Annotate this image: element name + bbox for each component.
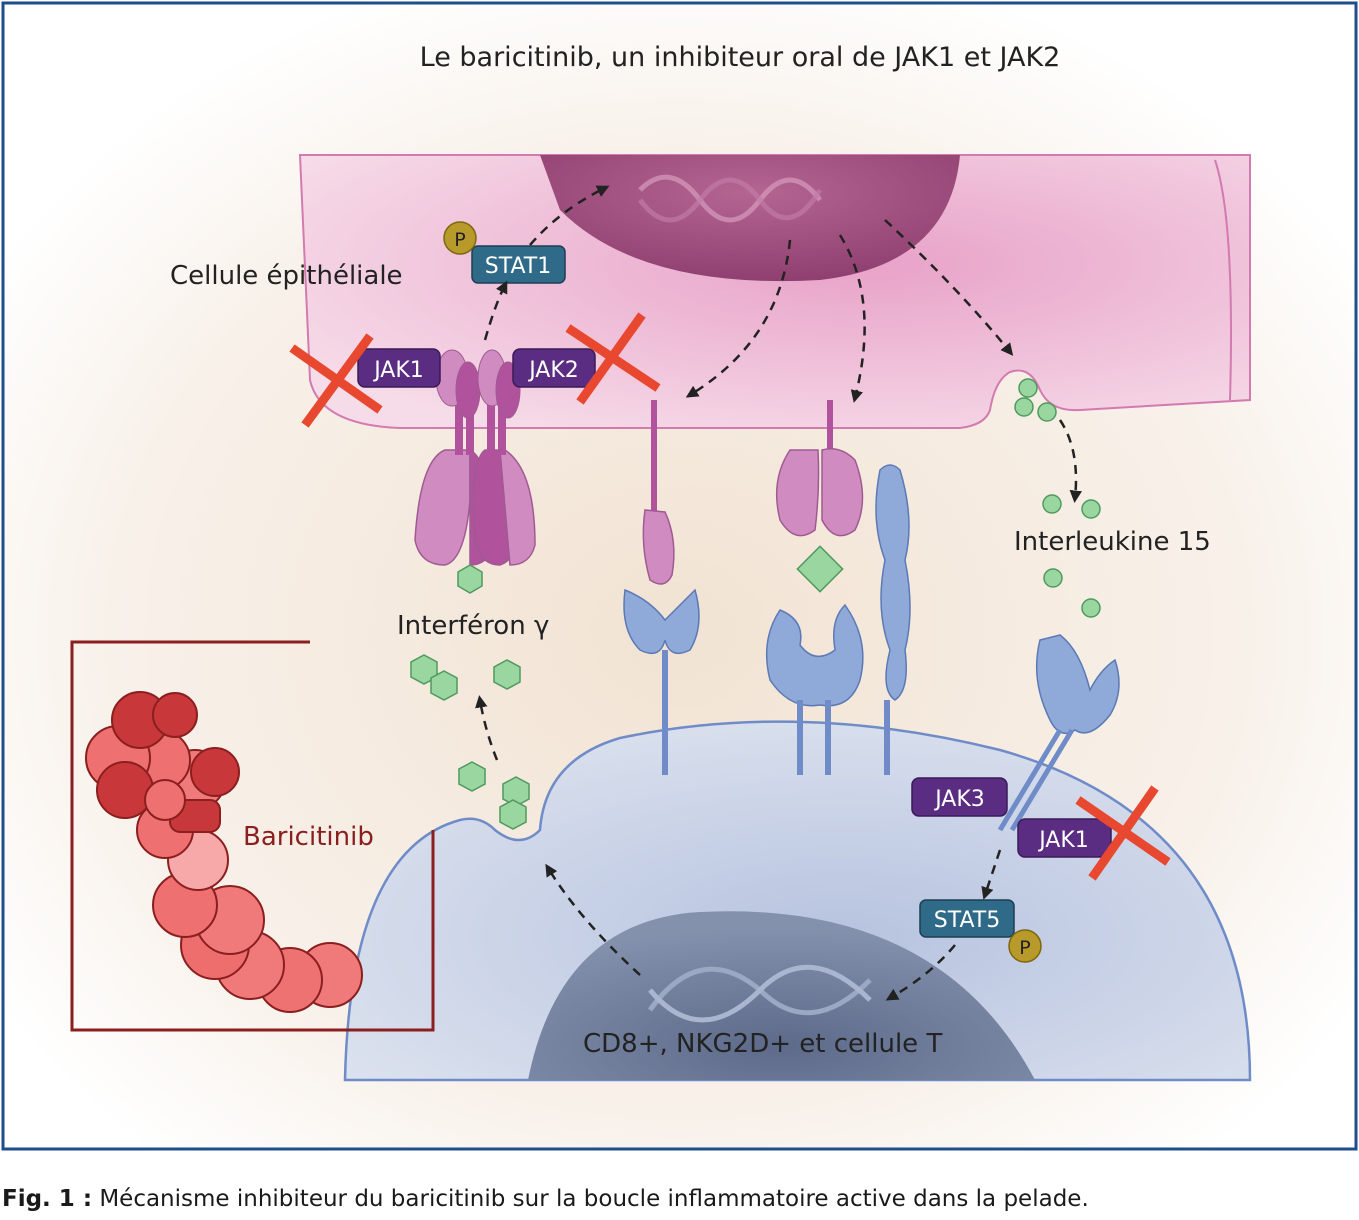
baricitinib-inset: Baricitinib [70, 640, 435, 1032]
t-cell-nucleus [528, 911, 1035, 1080]
label-interleukin-15: Interleukine 15 [1014, 527, 1211, 557]
svg-text:STAT1: STAT1 [485, 254, 551, 279]
pink-receptor-middle [642, 400, 675, 585]
label-t-cell: CD8+, NKG2D+ et cellule T [583, 1029, 942, 1059]
nkg2d-receptor [765, 603, 864, 775]
svg-text:JAK1: JAK1 [1037, 828, 1089, 853]
ifn-gamma-receptor [414, 349, 536, 566]
svg-text:P: P [454, 229, 465, 251]
figure-title: Le baricitinib, un inhibiteur oral de JA… [420, 42, 1061, 73]
svg-text:STAT5: STAT5 [934, 908, 1000, 933]
svg-text:JAK1: JAK1 [372, 358, 424, 383]
signal-arrows-bottom [475, 695, 1002, 1001]
epithelial-membrane-edge [1214, 159, 1232, 401]
svg-text:P: P [1019, 937, 1030, 959]
jak1-inhibition-cross-bottom [1075, 785, 1171, 881]
caption-prefix: Fig. 1 : [2, 1186, 93, 1212]
mechanism-diagram: Le baricitinib, un inhibiteur oral de JA… [1, 1, 1358, 1151]
interleukin-15-molecules [1014, 378, 1101, 618]
jak2-inhibition-cross-top [565, 312, 661, 405]
jak2-top-badge: JAK2 [512, 348, 596, 388]
baricitinib-molecule-icon [85, 691, 363, 1013]
caption-text: Mécanisme inhibiteur du baricitinib sur … [92, 1186, 1089, 1212]
figure-caption: Fig. 1 : Mécanisme inhibiteur du baricit… [2, 1186, 1089, 1212]
svg-text:JAK3: JAK3 [933, 787, 985, 812]
il15-receptor [997, 634, 1120, 832]
stat5-badge: STAT5 [919, 899, 1015, 938]
nkg2d-ligand-receptor [775, 400, 864, 593]
jak3-bottom-badge: JAK3 [911, 777, 1008, 817]
stat1-badge: STAT1 [471, 245, 566, 284]
epithelial-dna-icon [638, 174, 822, 223]
svg-text:JAK2: JAK2 [527, 358, 579, 383]
phosphate-icon-top: P [443, 221, 477, 255]
blue-receptor-left [623, 588, 700, 775]
jak1-bottom-badge: JAK1 [1017, 818, 1112, 858]
label-interferon-gamma: Interféron γ [397, 611, 549, 641]
label-epithelial-cell: Cellule épithéliale [170, 261, 403, 291]
interferon-gamma-molecules [410, 564, 530, 830]
signal-arrows-top [483, 185, 1082, 503]
label-baricitinib: Baricitinib [243, 822, 374, 852]
jak1-inhibition-cross-top [289, 333, 383, 428]
blue-receptor-chain [875, 464, 911, 775]
phosphate-icon-bottom: P [1008, 929, 1042, 963]
jak1-top-badge: JAK1 [357, 348, 441, 388]
